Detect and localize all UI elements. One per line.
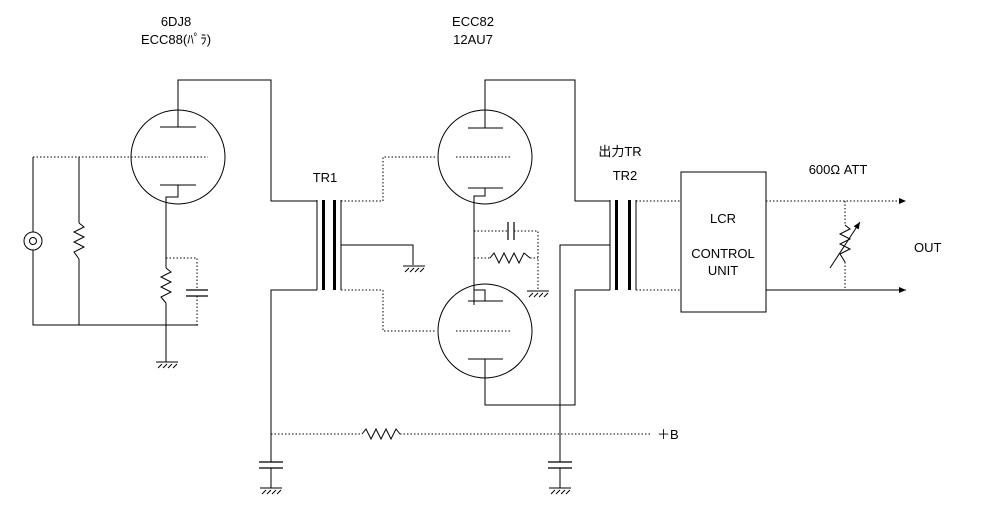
ground-symbol-1 — [156, 361, 178, 369]
tr1-label: TR1 — [312, 170, 338, 185]
tube1-label-line1: 6DJ8 — [160, 14, 192, 29]
grid-resistor — [72, 222, 86, 260]
tr1-center-ground — [341, 244, 414, 265]
bypass-cap-wire — [166, 257, 198, 325]
tube2-plate-wire — [484, 79, 610, 202]
tube1-label-line2: ECC88(ﾊﾟﾗ) — [140, 32, 212, 47]
lcr-label-line1: LCR — [709, 211, 737, 226]
tube2-label-line1: ECC82 — [452, 14, 494, 29]
ground-symbol-5 — [549, 487, 571, 495]
input-jack — [23, 231, 43, 251]
tube3-cathode-wire — [484, 289, 610, 406]
tr1-primary-bottom — [270, 289, 317, 462]
att-variable-resistor — [838, 224, 852, 263]
input-wires — [32, 157, 198, 326]
out-label: OUT — [914, 240, 942, 255]
bias-resistor — [489, 251, 531, 265]
ground-symbol-3 — [527, 290, 549, 298]
bias-cap-wire — [474, 230, 539, 290]
tube3-plate-wire — [474, 289, 486, 301]
tr1-secondary-top — [341, 156, 436, 202]
lcr-control-unit-box — [680, 171, 767, 313]
tube1-cathode-wire — [165, 185, 179, 268]
lcr-label-line3: UNIT — [707, 263, 739, 278]
transformer-tr2 — [609, 200, 637, 290]
b-plus-resistor — [361, 427, 401, 441]
b-plus-label: ＋B — [657, 427, 679, 442]
bias-capacitor — [507, 222, 515, 240]
bypass-capacitor — [186, 289, 208, 297]
tube1-plate-wire — [177, 79, 317, 202]
tube2-cathode-wire — [473, 188, 486, 305]
tr2-label: TR2 — [612, 168, 638, 183]
cathode-resistor — [159, 267, 173, 304]
ground-symbol-4 — [260, 487, 282, 495]
tr2-secondary — [636, 200, 681, 291]
tr2-center-tap — [559, 244, 610, 462]
ground-symbol-2 — [403, 265, 425, 273]
tube2-label-line2: 12AU7 — [453, 32, 493, 47]
att-adjust-arrow — [829, 221, 861, 269]
att-label: 600Ω ATT — [808, 162, 868, 177]
lcr-label-line2: CONTROL — [691, 246, 755, 261]
decoupling-capacitor-1 — [259, 461, 283, 469]
output-tr-label: 出力TR — [598, 144, 642, 159]
decoupling-capacitor-2 — [548, 461, 572, 469]
transformer-tr1 — [316, 200, 342, 290]
tr1-secondary-bottom — [341, 289, 436, 332]
